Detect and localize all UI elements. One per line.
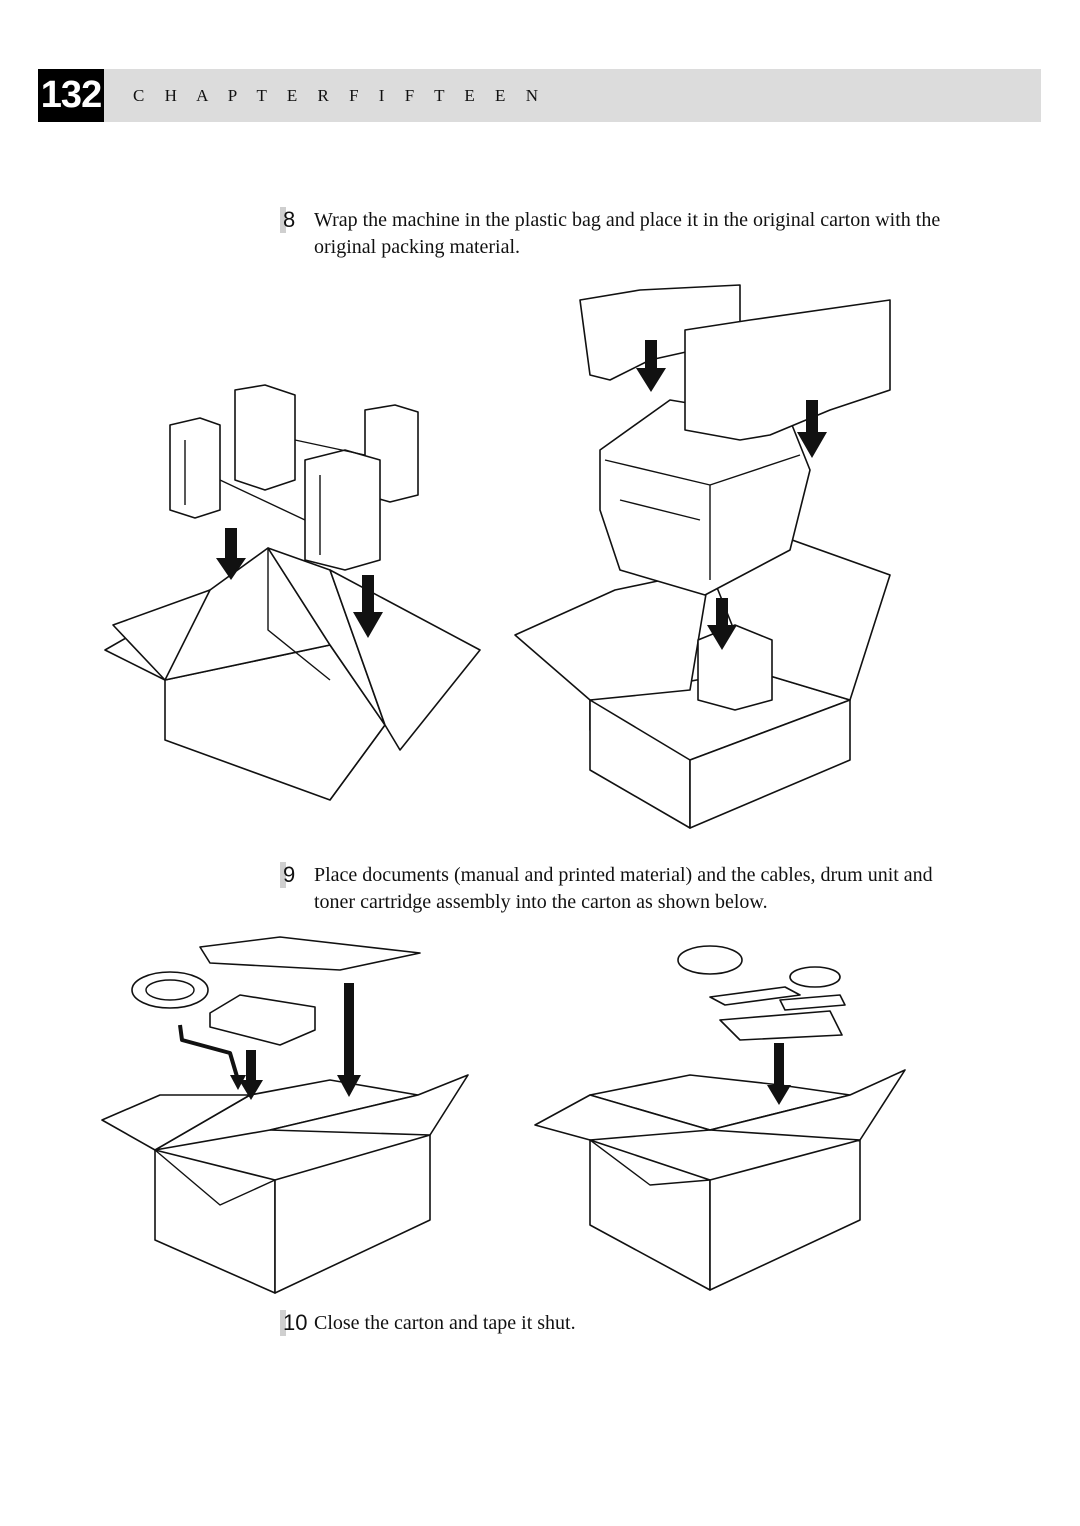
step-text: Wrap the machine in the plastic bag and … [314, 209, 941, 258]
step-text: Place documents (manual and printed mate… [314, 864, 933, 913]
step-number: 8 [280, 207, 307, 233]
step-number: 9 [280, 862, 307, 888]
illustration-machine-into-carton [514, 284, 891, 829]
chapter-title: C H A P T E R F I F T E E N [133, 86, 546, 105]
chapter-header-bar [104, 69, 1041, 122]
step-number: 10 [280, 1310, 310, 1336]
step-text: Close the carton and tape it shut. [314, 1312, 576, 1334]
illustration-foam-into-carton [104, 384, 481, 801]
page-number: 132 [38, 69, 104, 122]
illustration-accessories-into-carton [101, 936, 469, 1294]
illustration-documents-into-carton [534, 945, 906, 1291]
